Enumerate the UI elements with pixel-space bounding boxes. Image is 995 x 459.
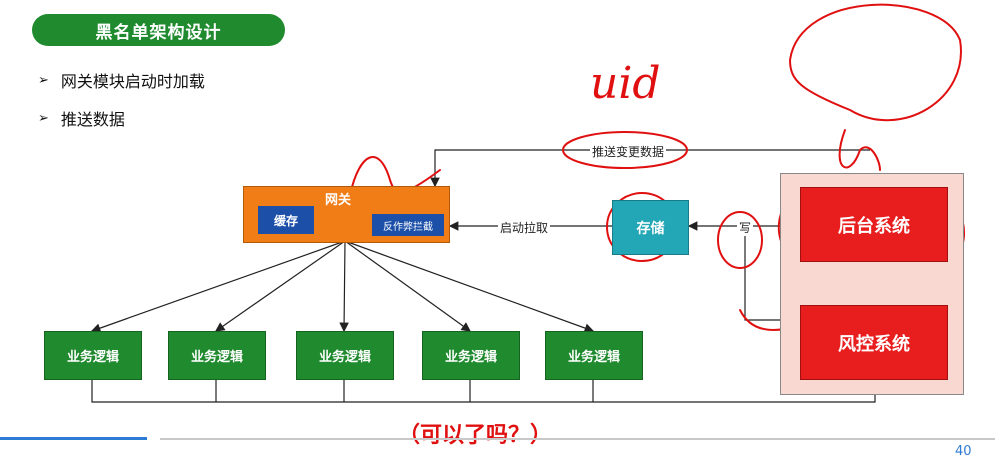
write-edge-label: 写 <box>737 219 754 236</box>
risk-system-node: 风控系统 <box>800 305 948 380</box>
footer-divider <box>160 438 995 440</box>
pull-edge-label: 启动拉取 <box>498 219 551 236</box>
bullet-item: ➢ 推送数据 <box>38 106 125 130</box>
business-logic-node: 业务逻辑 <box>44 331 142 380</box>
bullet-arrow-icon: ➢ <box>38 110 49 126</box>
push-edge-label: 推送变更数据 <box>590 143 667 160</box>
footer-accent-bar <box>0 437 147 440</box>
bottom-bus <box>91 377 880 403</box>
bullet-text: 网关模块启动时加载 <box>60 72 205 91</box>
handwritten-question: （可以了吗？） <box>398 423 553 448</box>
business-logic-node: 业务逻辑 <box>168 331 266 380</box>
business-logic-node: 业务逻辑 <box>422 331 520 380</box>
bullet-text: 推送数据 <box>60 110 125 129</box>
handwritten-uid: uid <box>590 58 661 109</box>
slide-title: 黑名单架构设计 <box>32 14 285 46</box>
interceptor-node: 反作弊拦截 <box>372 214 444 236</box>
bullet-item: ➢ 网关模块启动时加载 <box>38 68 205 92</box>
storage-node: 存储 <box>612 200 689 255</box>
backend-system-node: 后台系统 <box>800 187 948 262</box>
cache-node: 缓存 <box>258 206 314 234</box>
business-logic-node: 业务逻辑 <box>296 331 394 380</box>
gateway-label: 网关 <box>325 193 352 208</box>
bullet-arrow-icon: ➢ <box>38 72 49 88</box>
business-logic-node: 业务逻辑 <box>545 331 643 380</box>
page-number: 40 <box>955 444 972 459</box>
